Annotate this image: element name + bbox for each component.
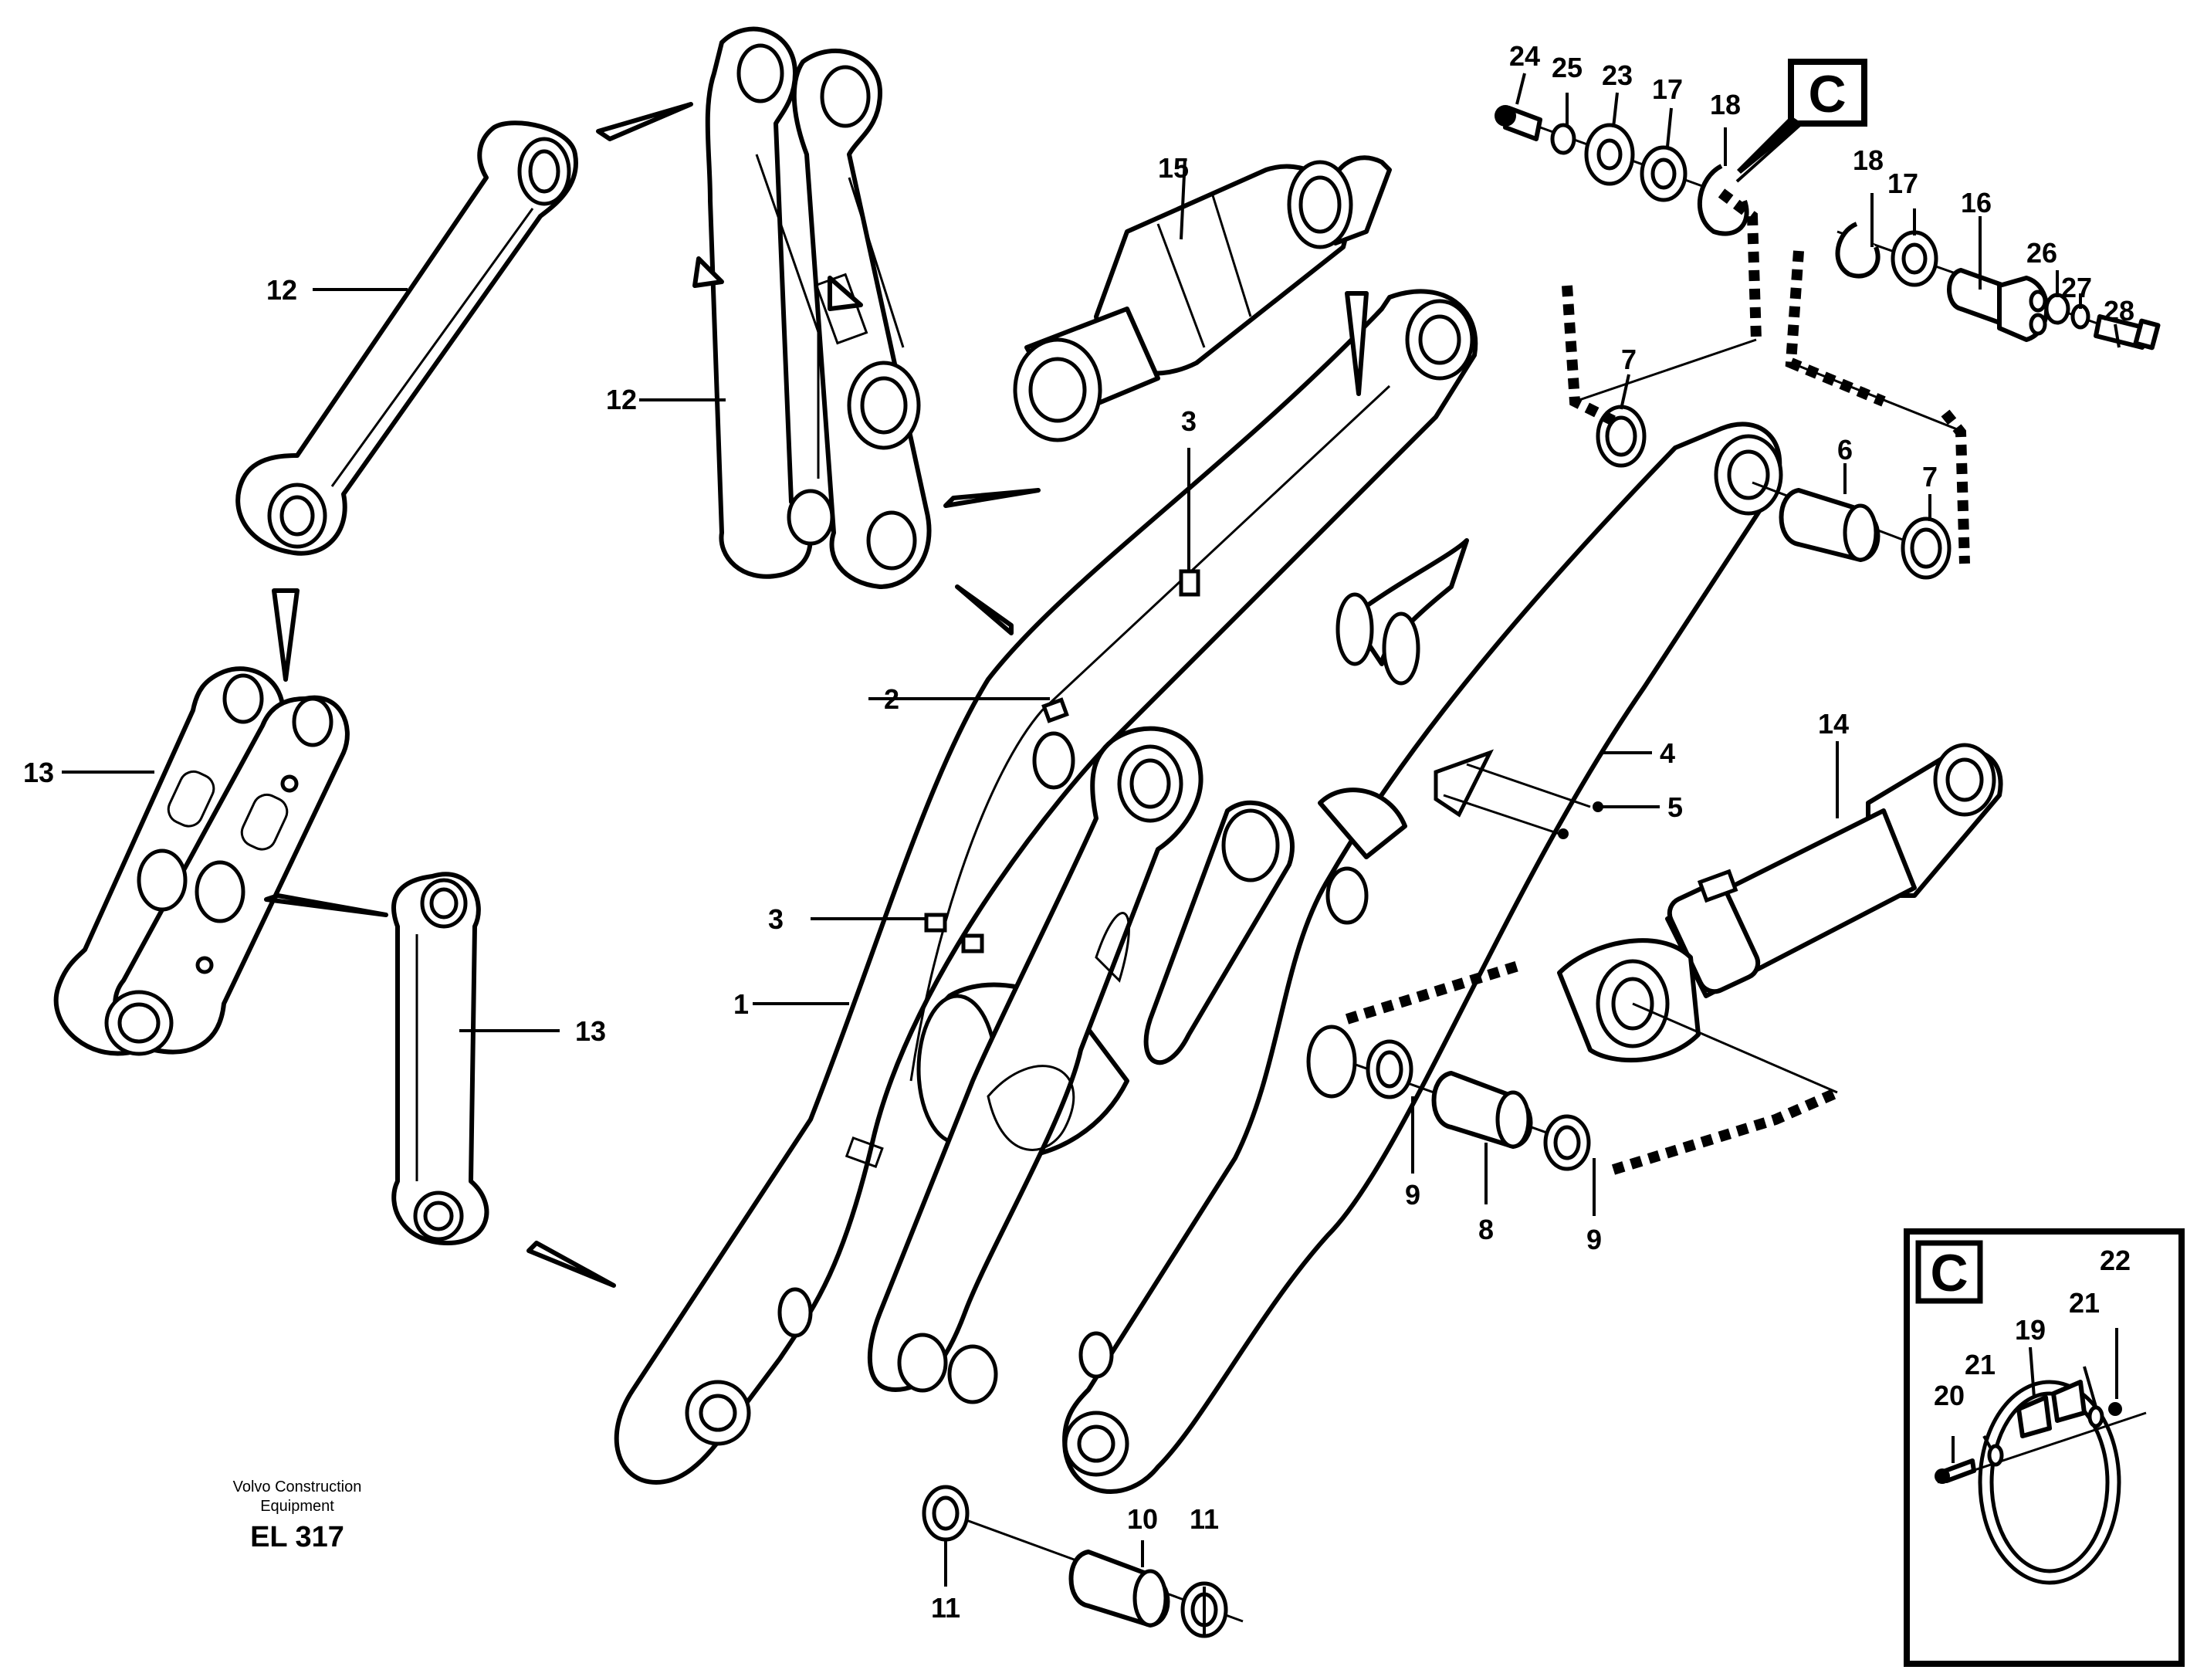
label-24: 24 [1509, 40, 1540, 72]
label-14: 14 [1818, 708, 1849, 740]
label-7a: 7 [1621, 344, 1637, 375]
label-11b: 11 [1190, 1503, 1219, 1535]
label-16: 16 [1961, 187, 1992, 218]
label-10: 10 [1127, 1503, 1158, 1535]
detail-inset-c: C [1904, 1228, 2185, 1667]
cylinder-15 [1013, 155, 1392, 442]
label-22: 22 [2100, 1245, 2131, 1276]
label-8: 8 [1478, 1214, 1494, 1245]
brand-line-1: Volvo Construction [233, 1478, 362, 1495]
cylinder-14 [1557, 743, 2003, 1063]
callout-c-letter: C [1808, 65, 1846, 124]
label-25: 25 [1552, 52, 1583, 83]
label-13b: 13 [575, 1015, 606, 1047]
link-12-bar [235, 120, 578, 556]
callout-c: C [1737, 59, 1867, 174]
diagram-code: EL 317 [250, 1521, 344, 1553]
label-2: 2 [884, 683, 899, 715]
label-13a: 13 [23, 757, 54, 788]
label-4: 4 [1660, 737, 1675, 769]
label-20: 20 [1934, 1380, 1965, 1411]
link-12-rocker [705, 26, 932, 589]
leader-lines [62, 73, 2121, 1637]
label-9a: 9 [1405, 1179, 1420, 1211]
reference-arrows [264, 102, 1369, 1288]
detail-c-letter: C [1930, 1244, 1968, 1302]
label-18b: 18 [1853, 144, 1884, 176]
label-5: 5 [1667, 791, 1683, 823]
label-28: 28 [2104, 295, 2134, 327]
brand-line-2: Equipment [260, 1498, 334, 1515]
label-3a: 3 [1181, 405, 1197, 437]
marker-plates [924, 569, 1603, 953]
label-9b: 9 [1586, 1224, 1602, 1255]
boom-arm-1 [614, 289, 1478, 1485]
dashed-brackets [1345, 188, 1970, 1175]
label-17b: 17 [1887, 168, 1918, 199]
label-18a: 18 [1710, 89, 1741, 120]
label-3b: 3 [768, 903, 784, 935]
label-1: 1 [733, 988, 749, 1020]
label-15: 15 [1158, 152, 1189, 184]
label-11a: 11 [931, 1592, 960, 1624]
label-26: 26 [2026, 237, 2057, 269]
bell-crank [867, 726, 1203, 1404]
pins-bushings [922, 105, 2161, 1638]
part-labels: 12 12 13 13 1 2 3 3 4 5 15 14 6 7 7 8 9 … [23, 40, 2134, 1624]
link-13-bar [391, 872, 489, 1245]
label-12b: 12 [606, 384, 637, 415]
label-21a: 21 [1965, 1349, 1996, 1380]
label-27: 27 [2061, 272, 2092, 303]
label-17a: 17 [1652, 73, 1683, 105]
label-19: 19 [2015, 1314, 2046, 1346]
label-12a: 12 [266, 274, 297, 306]
label-21b: 21 [2069, 1287, 2100, 1319]
brand-block: Volvo Construction Equipment EL 317 [233, 1478, 362, 1553]
link-13-rocker [53, 666, 350, 1056]
label-23: 23 [1602, 59, 1633, 91]
boom-arm-right [1062, 422, 1783, 1495]
label-7b: 7 [1922, 461, 1938, 493]
label-6: 6 [1837, 434, 1853, 466]
